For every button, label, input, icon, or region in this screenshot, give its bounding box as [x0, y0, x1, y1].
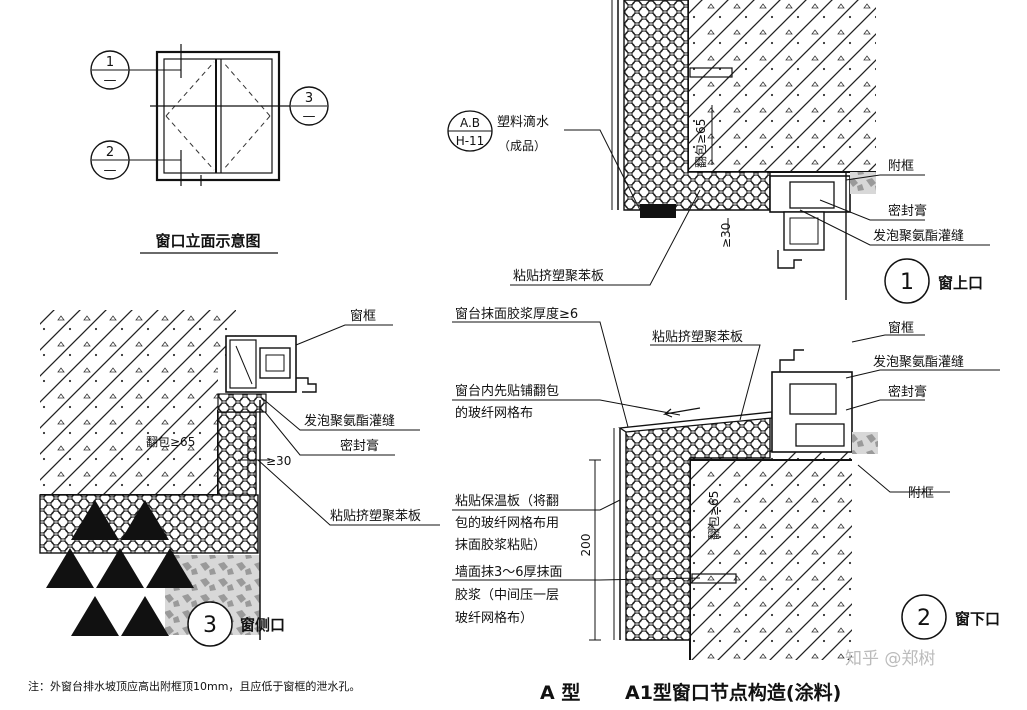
watermark-text: 知乎 @郑树 — [845, 649, 935, 669]
elevation-opening-dashes-right — [222, 61, 271, 171]
footer: 注：外窗台排水坡顶应高出附框顶10mm，且应低于窗框的泄水孔。 A 型 A1型窗… — [28, 649, 935, 704]
detail-2-label-200: 200 — [579, 534, 593, 557]
detail-1-label-foam-fill: 发泡聚氨酯灌缝 — [873, 228, 964, 244]
detail-3-triangle-marks — [46, 500, 194, 636]
detail-1-tag-bottom: H-11 — [456, 134, 485, 148]
detail-1-drip-strip — [640, 204, 676, 218]
detail-1-caption-circle — [884, 258, 930, 304]
section-marker-1: 1 — — [90, 50, 181, 90]
detail-2-label-foam-fill: 发泡聚氨酯灌缝 — [873, 354, 964, 370]
detail-1-caption-num: 1 — [900, 270, 914, 295]
detail-3-label-sealant: 密封膏 — [340, 438, 379, 454]
detail-2-label-plaster-1: 墙面抹3～6厚抹面 — [455, 565, 563, 580]
detail-1-label-drip-sub: （成品） — [498, 139, 546, 153]
detail-2-slope-arrow — [662, 407, 701, 418]
detail-3-label-xps: 粘贴挤塑聚苯板 — [330, 509, 421, 524]
detail-2-label-mesh-2: 的玻纤网格布 — [455, 405, 533, 421]
detail-3-label-foam-fill: 发泡聚氨酯灌缝 — [304, 413, 395, 429]
detail-1-tag-top: A.B — [460, 116, 480, 130]
detail-1-leaders — [510, 105, 990, 286]
detail-2-label-board-1: 粘贴保温板（将翻 — [455, 494, 559, 509]
section-marker-2-num: 2 — [106, 145, 114, 160]
detail-1-concrete-wall — [688, 0, 876, 172]
detail-3-label-wrap: 翻包≥65 — [146, 435, 195, 449]
footer-title: A1型窗口节点构造(涂料) — [625, 681, 841, 704]
detail-2-label-wrap: 翻包≥65 — [707, 491, 721, 540]
detail-2-label-mesh-1: 窗台内先贴铺翻包 — [455, 383, 559, 399]
section-marker-2: 2 — — [90, 140, 181, 180]
section-marker-3-num: 3 — [305, 91, 313, 106]
detail-1-window-frame — [769, 172, 876, 300]
detail-2-concrete-wall — [690, 460, 852, 660]
detail-1-label-wrap: 翻包≥65 — [694, 119, 708, 168]
elevation-window-frame-inner — [163, 58, 273, 174]
elevation-opening-dashes-left — [165, 61, 215, 171]
detail-2-label-plaster-3: 玻纤网格布） — [455, 610, 533, 626]
detail-3-xps-return — [217, 393, 267, 413]
elevation-window-frame — [155, 50, 281, 182]
detail-3-caption: 窗侧口 — [240, 616, 285, 634]
detail-1-sub-frame-stone — [850, 172, 876, 194]
section-marker-1-sub: — — [104, 73, 117, 88]
detail-2-caption: 窗下口 — [955, 610, 1000, 628]
detail-2-label-plaster-2: 胶浆（中间压一层 — [455, 587, 559, 603]
detail-2-caption-num: 2 — [917, 606, 931, 631]
detail-1-label-sub-frame: 附框 — [888, 159, 914, 174]
detail-1-label-xps: 粘贴挤塑聚苯板 — [513, 269, 604, 284]
detail-2-label-sub-frame: 附框 — [908, 486, 934, 501]
detail-2-label-frame: 窗框 — [888, 320, 914, 336]
detail-1-label-30: ≥30 — [719, 223, 733, 248]
detail-2-label-board-2: 包的玻纤网格布用 — [455, 515, 559, 531]
detail-2-leaders — [452, 321, 1000, 641]
detail-3-label-30: ≥30 — [266, 454, 291, 468]
detail-2-lower-opening: 窗台抹面胶浆厚度≥6 粘贴挤塑聚苯板 窗框 发泡聚氨酯灌缝 密封膏 窗台内先贴铺… — [452, 306, 1000, 660]
detail-1-caption: 窗上口 — [938, 274, 983, 292]
detail-1-tag: A.B H-11 — [447, 110, 493, 152]
detail-1-anchor-bolt — [689, 67, 733, 78]
detail-1-label-sealant: 密封膏 — [888, 203, 927, 219]
detail-2-label-board-3: 抹面胶浆粘贴） — [455, 537, 546, 553]
footer-note: 注：外窗台排水坡顶应高出附框顶10mm，且应低于窗框的泄水孔。 — [28, 679, 360, 693]
window-elevation-sketch: 1 — 2 — 3 — 窗口立面示意图 — [90, 44, 329, 254]
section-marker-2-sub: — — [104, 163, 117, 178]
detail-1-xps-board — [623, 0, 771, 211]
detail-3-side-opening: 窗框 发泡聚氨酯灌缝 密封膏 翻包≥65 ≥30 粘贴挤塑聚苯板 3 窗侧口 — [39, 308, 440, 647]
detail-2-label-sill-mortar: 窗台抹面胶浆厚度≥6 — [455, 306, 578, 322]
detail-2-caption-circle — [901, 594, 947, 640]
detail-2-label-xps: 粘贴挤塑聚苯板 — [652, 330, 743, 345]
elevation-title: 窗口立面示意图 — [155, 232, 260, 250]
section-marker-1-num: 1 — [106, 55, 114, 70]
detail-1-upper-opening: A.B H-11 塑料滴水 （成品） 附框 密封膏 发泡聚氨酯灌缝 粘贴挤塑聚苯… — [447, 0, 990, 304]
section-marker-3-sub: — — [303, 109, 316, 124]
detail-3-leaders — [238, 324, 440, 526]
section-marker-3: 3 — — [289, 86, 329, 126]
detail-3-caption-circle — [187, 601, 233, 647]
detail-3-window-frame — [225, 335, 317, 393]
detail-3-concrete-wall — [40, 310, 218, 495]
footer-type-label: A 型 — [540, 681, 580, 704]
detail-3-caption-num: 3 — [203, 613, 217, 638]
detail-2-window-frame — [771, 349, 878, 454]
detail-1-label-drip: 塑料滴水 — [497, 114, 549, 130]
detail-3-label-frame: 窗框 — [350, 308, 376, 324]
detail-2-sub-frame-stone — [852, 432, 878, 454]
detail-2-label-sealant: 密封膏 — [888, 384, 927, 400]
